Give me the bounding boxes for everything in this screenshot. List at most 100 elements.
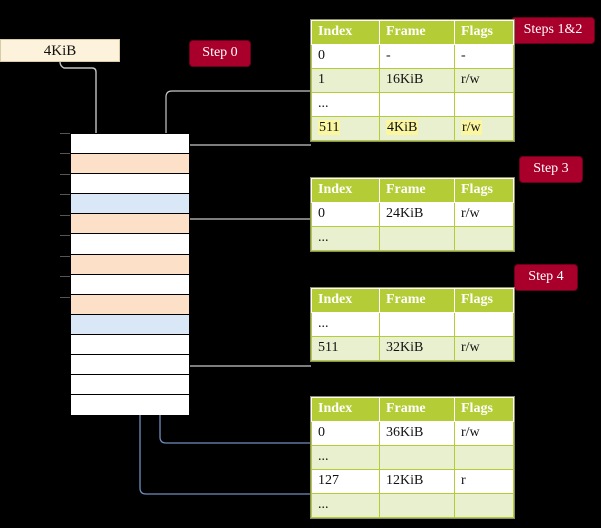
table-row[interactable]: ... <box>311 312 514 337</box>
memory-frame-row <box>71 375 189 396</box>
source-frame-box: 4KiB <box>0 39 120 62</box>
step-pill-step-4: Step 4 <box>515 265 577 290</box>
table-row[interactable]: ... <box>311 445 514 470</box>
memory-frame-row <box>71 154 189 175</box>
column-header-flags: Flags <box>454 178 514 203</box>
table-row[interactable]: ... <box>311 92 514 117</box>
table-cell-flags <box>454 226 514 251</box>
memory-bar-tick <box>60 215 70 216</box>
table-cell-flags: r/w <box>454 116 514 141</box>
table-cell-index: 1 <box>311 68 380 93</box>
table-cell-frame: 36KiB <box>379 421 455 446</box>
table-cell-index: ... <box>311 445 380 470</box>
table-row[interactable]: 0-- <box>311 44 514 69</box>
memory-bar-tick <box>60 194 70 195</box>
step-pill-label: Steps 1&2 <box>523 22 583 37</box>
column-header-index: Index <box>311 20 380 45</box>
table-cell-frame: 32KiB <box>379 336 455 361</box>
table-cell-flags: r <box>454 469 514 494</box>
memory-bar-tick <box>60 174 70 175</box>
memory-frame-row <box>71 134 189 155</box>
step-pill-label: Step 4 <box>528 269 564 284</box>
memory-frame-row <box>71 355 189 376</box>
memory-frame-row <box>71 254 189 275</box>
memory-frame-row <box>71 274 189 295</box>
table-cell-frame: - <box>379 44 455 69</box>
table-cell-frame <box>379 226 455 251</box>
column-header-flags: Flags <box>454 20 514 45</box>
table-cell-flags <box>454 92 514 117</box>
table-row[interactable]: ... <box>311 493 514 518</box>
table-cell-frame <box>379 445 455 470</box>
memory-frame-row <box>71 194 189 215</box>
column-header-frame: Frame <box>379 397 455 422</box>
table-cell-index: ... <box>311 312 380 337</box>
table-cell-flags: r/w <box>454 421 514 446</box>
table-cell-frame: 16KiB <box>379 68 455 93</box>
memory-bar-tick <box>60 235 70 236</box>
column-header-frame: Frame <box>379 288 455 313</box>
table-cell-frame <box>379 493 455 518</box>
memory-frame-row <box>71 314 189 335</box>
memory-frame-row <box>71 335 189 356</box>
column-header-frame: Frame <box>379 178 455 203</box>
table-cell-flags: - <box>454 44 514 69</box>
memory-frame-row <box>71 395 189 416</box>
table-cell-flags: r/w <box>454 68 514 93</box>
source-frame-label: 4KiB <box>43 43 77 59</box>
table-cell-flags <box>454 312 514 337</box>
table-cell-index: ... <box>311 493 380 518</box>
step-pill-step-0: Step 0 <box>190 41 250 66</box>
table-cell-flags: r/w <box>454 202 514 227</box>
table-cell-index: 0 <box>311 44 380 69</box>
memory-bar-tick <box>60 153 70 154</box>
table-cell-frame <box>379 312 455 337</box>
column-header-index: Index <box>311 397 380 422</box>
table-cell-index: 511 <box>311 116 380 141</box>
column-header-flags: Flags <box>454 397 514 422</box>
column-header-index: Index <box>311 288 380 313</box>
column-header-index: Index <box>311 178 380 203</box>
memory-frame-row <box>71 294 189 315</box>
memory-bar-tick <box>60 133 70 134</box>
step-pill-steps-1-2: Steps 1&2 <box>512 18 594 43</box>
table-cell-frame: 24KiB <box>379 202 455 227</box>
memory-frame-row <box>71 174 189 195</box>
step-pill-label: Step 0 <box>202 45 238 60</box>
memory-bar-tick <box>60 256 70 257</box>
column-header-frame: Frame <box>379 20 455 45</box>
table-row[interactable]: ... <box>311 226 514 251</box>
table-cell-frame: 4KiB <box>379 116 455 141</box>
memory-bar-tick <box>60 297 70 298</box>
memory-frame-row <box>71 234 189 255</box>
table-cell-frame: 12KiB <box>379 469 455 494</box>
column-header-flags: Flags <box>454 288 514 313</box>
step-pill-label: Step 3 <box>533 161 569 176</box>
table-cell-index: 127 <box>311 469 380 494</box>
table-cell-frame <box>379 92 455 117</box>
table-cell-index: ... <box>311 92 380 117</box>
table-cell-index: 511 <box>311 336 380 361</box>
physical-memory-bar <box>70 133 190 416</box>
step-pill-step-3: Step 3 <box>520 157 582 182</box>
table-cell-flags: r/w <box>454 336 514 361</box>
memory-bar-tick <box>60 276 70 277</box>
table-cell-flags <box>454 493 514 518</box>
table-cell-index: 0 <box>311 202 380 227</box>
table-cell-index: 0 <box>311 421 380 446</box>
